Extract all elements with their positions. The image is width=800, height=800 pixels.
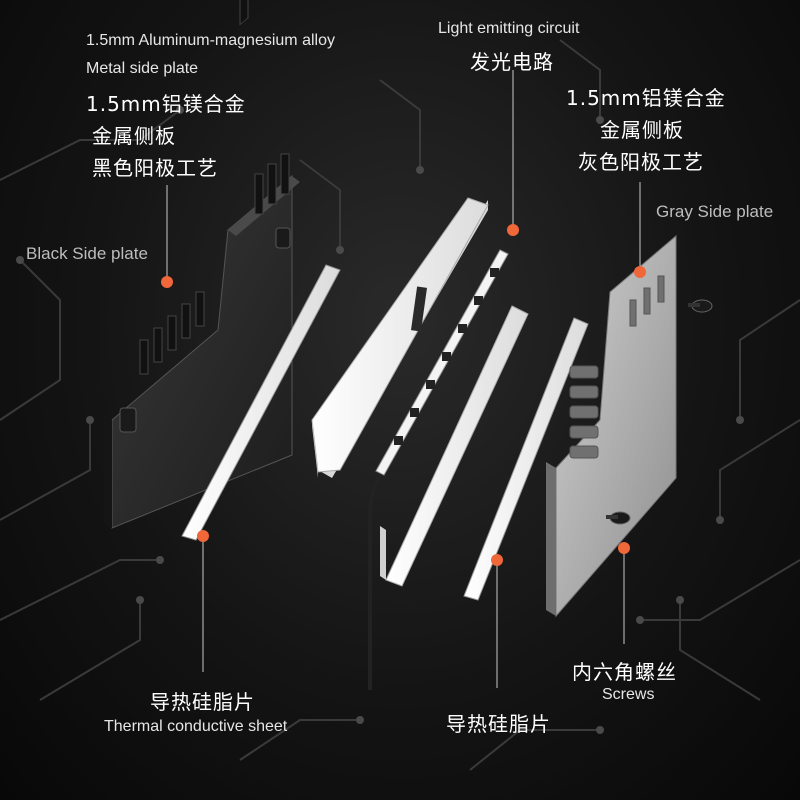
light-circuit-label-en: Light emitting circuit bbox=[438, 20, 580, 37]
led-cable bbox=[368, 474, 382, 690]
black-side-plate bbox=[104, 0, 300, 529]
black-plate-standoff bbox=[119, 407, 137, 433]
black-plate-spec-zh-line1: 1.5mm铝镁合金 bbox=[86, 92, 246, 116]
black-plate-spec-en-line1: 1.5mm Aluminum-magnesium alloy bbox=[86, 32, 335, 49]
screws-label-en: Screws bbox=[602, 686, 655, 703]
thermal-pad-left bbox=[181, 264, 341, 541]
thermal-sheet-left-label-zh: 导热硅脂片 bbox=[150, 690, 255, 714]
screw-icon bbox=[606, 511, 631, 525]
gray-side-plate bbox=[546, 234, 677, 618]
callout-dot bbox=[618, 542, 630, 554]
thermal-pad-right bbox=[463, 317, 589, 601]
leader-lines bbox=[166, 70, 641, 688]
callout-dot bbox=[634, 266, 646, 278]
light-bar-housing bbox=[311, 197, 489, 478]
screw-icon bbox=[688, 299, 713, 313]
gray-plate-spec-zh-line3: 灰色阳极工艺 bbox=[578, 150, 704, 174]
callout-dot bbox=[491, 554, 503, 566]
brand-sticker bbox=[410, 286, 428, 332]
light-circuit-label-zh: 发光电路 bbox=[470, 50, 554, 74]
gray-plate-spec-zh-line2: 金属侧板 bbox=[600, 118, 684, 142]
trace-nodes bbox=[16, 106, 744, 734]
circuit-traces bbox=[0, 39, 800, 771]
callout-dot bbox=[507, 224, 519, 236]
thermal-sheet-left-label-en: Thermal conductive sheet bbox=[104, 718, 288, 735]
black-plate-spec-zh-line2: 金属侧板 bbox=[92, 124, 176, 148]
gray-plate-fins bbox=[569, 275, 665, 459]
black-plate-spec-en-line2: Metal side plate bbox=[86, 60, 199, 77]
callout-dot bbox=[161, 276, 173, 288]
gray-side-plate-label: Gray Side plate bbox=[656, 202, 774, 221]
callout-dot bbox=[197, 530, 209, 542]
black-plate-fins bbox=[139, 0, 290, 375]
led-strip bbox=[368, 249, 509, 690]
thermal-sheet-center-label-zh: 导热硅脂片 bbox=[446, 712, 551, 736]
black-plate-spec-zh-line3: 黑色阳极工艺 bbox=[92, 156, 218, 180]
black-plate-standoff bbox=[275, 227, 291, 249]
gray-plate-spec-zh-line1: 1.5mm铝镁合金 bbox=[566, 86, 726, 110]
callout-dots bbox=[161, 224, 646, 566]
black-side-plate-label: Black Side plate bbox=[26, 244, 148, 263]
screws-label-zh: 内六角螺丝 bbox=[572, 660, 677, 684]
diffuser-piece bbox=[380, 305, 529, 587]
